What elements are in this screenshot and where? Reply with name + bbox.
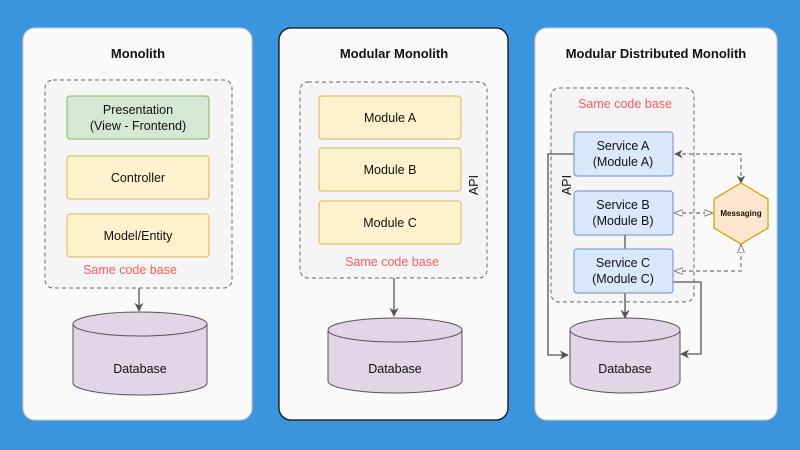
api-label: API <box>560 175 574 195</box>
layer-label: Presentation <box>103 103 173 117</box>
layer-label: (View - Frontend) <box>90 119 186 133</box>
same-code-base-label: Same code base <box>345 255 439 269</box>
model-layer <box>66 213 210 258</box>
presentation-layer <box>66 95 210 140</box>
database: Database <box>327 317 463 394</box>
service-label: Service A <box>597 139 650 153</box>
monolith-panel: Monolith Presentation (View - Frontend) … <box>22 27 253 421</box>
database-label: Database <box>598 362 652 376</box>
same-code-base-label: Same code base <box>578 97 672 111</box>
modular-distributed-monolith-panel: Modular Distributed Monolith Same code b… <box>534 27 778 421</box>
module-b <box>318 147 462 192</box>
messaging-node: Messaging <box>713 182 769 245</box>
controller-layer <box>66 155 210 200</box>
messaging-label: Messaging <box>720 209 761 218</box>
module-a <box>318 95 462 140</box>
api-label: API <box>467 175 481 195</box>
same-code-base-label: Same code base <box>83 263 177 277</box>
database: Database <box>569 317 681 394</box>
database: Database <box>72 311 208 396</box>
module-label: Module A <box>364 111 417 125</box>
service-a <box>573 131 674 177</box>
module-label: Module B <box>364 163 417 177</box>
layer-label: Model/Entity <box>104 229 174 243</box>
service-module-label: (Module A) <box>593 155 653 169</box>
service-module-label: (Module C) <box>592 272 654 286</box>
database-label: Database <box>368 362 422 376</box>
panel-title: Monolith <box>111 46 165 61</box>
database-label: Database <box>113 362 167 376</box>
service-c <box>573 248 674 294</box>
panel-title: Modular Monolith <box>340 46 448 61</box>
panel-title: Modular Distributed Monolith <box>566 46 747 61</box>
service-b <box>573 190 674 236</box>
service-label: Service B <box>596 198 650 212</box>
layer-label: Controller <box>111 171 165 185</box>
service-module-label: (Module B) <box>592 214 653 228</box>
modular-monolith-panel: Modular Monolith Module A Module B Modul… <box>278 27 509 421</box>
module-label: Module C <box>363 216 417 230</box>
service-label: Service C <box>596 256 650 270</box>
module-c <box>318 200 462 245</box>
